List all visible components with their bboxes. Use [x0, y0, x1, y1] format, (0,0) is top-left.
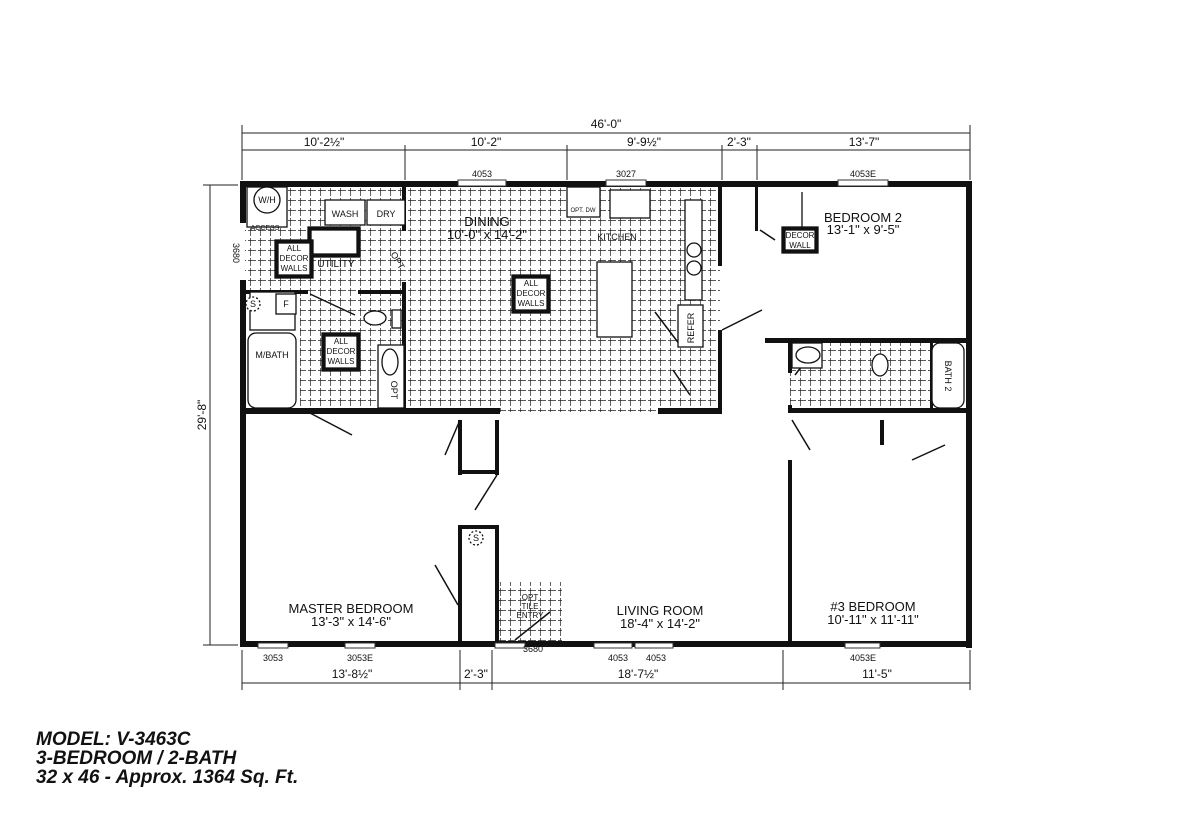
dim-bottom-3: 18'-7½" — [618, 667, 659, 681]
model-number: MODEL: V-3463C — [36, 729, 191, 750]
opt-label: OPT — [389, 381, 399, 400]
refer-label: REFER — [686, 312, 696, 343]
svg-text:DECOR: DECOR — [280, 254, 309, 263]
tile-floor-dining-kitchen — [405, 186, 720, 412]
fixtures — [245, 186, 965, 546]
bath2-label: BATH 2 — [943, 361, 953, 392]
dining-size: 10'-0" x 14'-2" — [447, 227, 527, 242]
water-heater-label: W/H — [258, 195, 276, 205]
sink-s-label: S — [250, 299, 256, 309]
window-label-4053: 4053 — [472, 169, 492, 179]
windows — [257, 179, 889, 649]
window-label-3053e: 3053E — [347, 653, 373, 663]
svg-text:OPT: OPT — [522, 593, 539, 602]
access-label: ACCESS — [251, 225, 280, 232]
svg-text:ALL: ALL — [287, 244, 302, 253]
svg-text:DECOR: DECOR — [786, 231, 815, 240]
svg-text:ENTRY: ENTRY — [517, 611, 545, 620]
utility-label: UTILITY — [317, 259, 355, 270]
kitchen-label: KITCHEN — [597, 232, 637, 242]
dim-top-3: 9'-9½" — [627, 135, 661, 149]
svg-text:WALL: WALL — [789, 241, 811, 250]
svg-text:ALL: ALL — [334, 337, 349, 346]
dim-top-5: 13'-7" — [849, 135, 880, 149]
window-label-4053-b: 4053 — [646, 653, 666, 663]
svg-text:ALL: ALL — [524, 279, 539, 288]
dimension-lines — [203, 125, 971, 690]
bedroom2-size: 13'-1" x 9'-5" — [827, 222, 900, 237]
tile-floor-entry — [497, 582, 562, 644]
bedroom2-label: BEDROOM 2 — [824, 210, 902, 225]
dim-top-2: 10'-2" — [471, 135, 502, 149]
sink-s-closet-label: S — [473, 533, 479, 543]
window-label-3027: 3027 — [616, 169, 636, 179]
dining-label: DINING — [464, 214, 510, 229]
door-swings — [309, 229, 946, 641]
window-label-4053e: 4053E — [850, 169, 876, 179]
svg-text:TILE: TILE — [522, 602, 539, 611]
svg-text:WALLS: WALLS — [281, 264, 308, 273]
size-sqft: 32 x 46 - Approx. 1364 Sq. Ft. — [36, 767, 299, 788]
dim-top-1: 10'-2½" — [304, 135, 345, 149]
overall-width: 46'-0" — [591, 117, 622, 131]
master-bedroom-label: MASTER BEDROOM — [289, 601, 414, 616]
dim-bottom-1: 13'-8½" — [332, 667, 373, 681]
dim-bottom-2: 2'-3" — [464, 667, 488, 681]
svg-text:DECOR: DECOR — [327, 347, 356, 356]
svg-text:WALLS: WALLS — [328, 357, 355, 366]
dim-bottom-4: 11'-5" — [862, 667, 892, 681]
floor-drain-label: F — [283, 299, 289, 309]
window-label-3053: 3053 — [263, 653, 283, 663]
svg-text:WALLS: WALLS — [518, 299, 545, 308]
bedroom3-size: 10'-11" x 11'-11" — [827, 612, 919, 627]
living-room-label: LIVING ROOM — [617, 603, 704, 618]
living-room-size: 18'-4" x 14'-2" — [620, 616, 700, 631]
window-label-4053e-bottom: 4053E — [850, 653, 876, 663]
bed-bath-count: 3-BEDROOM / 2-BATH — [36, 748, 237, 769]
door-label-3680: 3680 — [523, 644, 543, 654]
master-bath-label: M/BATH — [255, 350, 288, 360]
washer-label: WASH — [332, 209, 359, 219]
dim-top-4: 2'-3" — [727, 135, 751, 149]
model-caption: MODEL: V-3463C 3-BEDROOM / 2-BATH 32 x 4… — [36, 730, 298, 787]
overall-depth: 29'-8" — [195, 400, 209, 431]
opt-dw-label: OPT. DW — [571, 208, 596, 214]
svg-text:DECOR: DECOR — [517, 289, 546, 298]
window-label-4053-a: 4053 — [608, 653, 628, 663]
side-door-label: 3680 — [231, 243, 241, 263]
bedroom3-label: #3 BEDROOM — [830, 599, 915, 614]
dryer-label: DRY — [377, 209, 396, 219]
master-bedroom-size: 13'-3" x 14'-6" — [311, 614, 391, 629]
